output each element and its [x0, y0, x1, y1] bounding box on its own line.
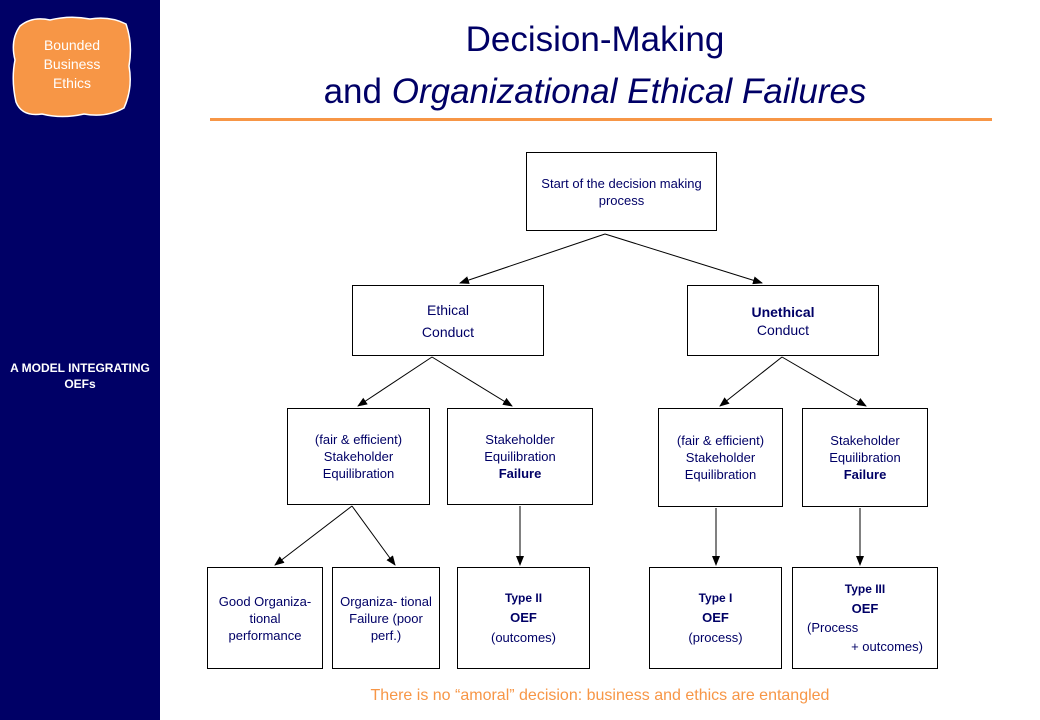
node-org-failure-text: Organiza- tional Failure (poor perf.) — [340, 593, 432, 643]
node-organizational-failure: Organiza- tional Failure (poor perf.) — [332, 567, 440, 669]
node-type2-line-2: OEF — [510, 610, 537, 625]
bounded-business-ethics-badge: Bounded Business Ethics — [10, 14, 134, 120]
arrow-start-to-unethical — [604, 233, 763, 285]
node-type3-line-2: OEF — [851, 601, 879, 616]
node-fair-right-text: (fair & efficient) Stakeholder Equilibra… — [676, 433, 765, 482]
node-stakeholder-failure-left: Stakeholder Equilibration Failure — [447, 408, 593, 505]
title-italic-part: Organizational Ethical Failures — [391, 72, 867, 111]
node-type2-line-1: Type II — [504, 591, 543, 605]
node-fair-left-text: (fair & efficient) Stakeholder Equilibra… — [314, 432, 403, 481]
node-unethical-conduct: Unethical Conduct — [687, 285, 879, 356]
node-type3-line-3: (Process — [807, 620, 859, 635]
node-type-1-oef: Type I OEF (process) — [649, 567, 782, 669]
title-underline — [210, 118, 992, 121]
node-start: Start of the decision making process — [526, 152, 717, 231]
arrow-unethical-to-fair-right — [719, 356, 783, 407]
node-sef-left-line-2: Failure — [498, 466, 542, 481]
node-type3-line-1: Type III — [844, 582, 886, 596]
node-start-text: Start of the decision making process — [541, 175, 702, 208]
node-sef-right-line-2: Failure — [843, 467, 887, 482]
arrow-ethical-to-fair-left — [357, 356, 433, 407]
node-type1-line-2: OEF — [702, 610, 729, 625]
node-stakeholder-failure-right: Stakeholder Equilibration Failure — [802, 408, 928, 507]
footer-caption: There is no “amoral” decision: business … — [370, 687, 830, 704]
title-plain-part: and — [323, 72, 382, 111]
badge-blob-shape — [12, 16, 132, 118]
page-title-line-2: and Organizational Ethical Failures — [180, 72, 1010, 112]
model-integrating-oefs-label: A MODEL INTEGRATING OEFs — [10, 361, 150, 391]
node-sef-left-line-1: Stakeholder Equilibration — [484, 432, 556, 464]
node-ethical-line-2: Conduct — [421, 323, 475, 340]
node-type1-line-3: (process) — [688, 630, 743, 645]
node-type-2-oef: Type II OEF (outcomes) — [457, 567, 590, 669]
node-unethical-line-2: Conduct — [756, 321, 810, 338]
node-ethical-conduct: Ethical Conduct — [352, 285, 544, 356]
sidebar: Bounded Business Ethics A MODEL INTEGRAT… — [0, 0, 160, 720]
arrow-fair-left-to-good-perf — [274, 505, 353, 566]
arrow-unethical-to-sef-right — [781, 356, 867, 407]
node-fair-efficient-left: (fair & efficient) Stakeholder Equilibra… — [287, 408, 430, 505]
arrow-start-to-ethical — [459, 233, 606, 284]
node-ethical-line-1: Ethical — [426, 301, 470, 318]
node-type1-line-1: Type I — [698, 591, 733, 605]
arrow-ethical-to-sef-left — [431, 356, 513, 407]
node-good-perf-text: Good Organiza- tional performance — [218, 593, 312, 643]
node-sef-right-line-1: Stakeholder Equilibration — [829, 433, 901, 465]
node-fair-efficient-right: (fair & efficient) Stakeholder Equilibra… — [658, 408, 783, 507]
page-title-line-1: Decision-Making — [465, 20, 725, 59]
node-type-3-oef: Type III OEF (Process + outcomes) — [792, 567, 938, 669]
node-type2-line-3: (outcomes) — [490, 630, 557, 645]
node-good-organizational-performance: Good Organiza- tional performance — [207, 567, 323, 669]
arrow-fair-left-to-org-failure — [351, 505, 396, 566]
node-type3-line-4: + outcomes) — [851, 639, 923, 654]
badge-text: Bounded Business Ethics — [43, 37, 101, 91]
node-unethical-line-1: Unethical — [751, 303, 815, 320]
